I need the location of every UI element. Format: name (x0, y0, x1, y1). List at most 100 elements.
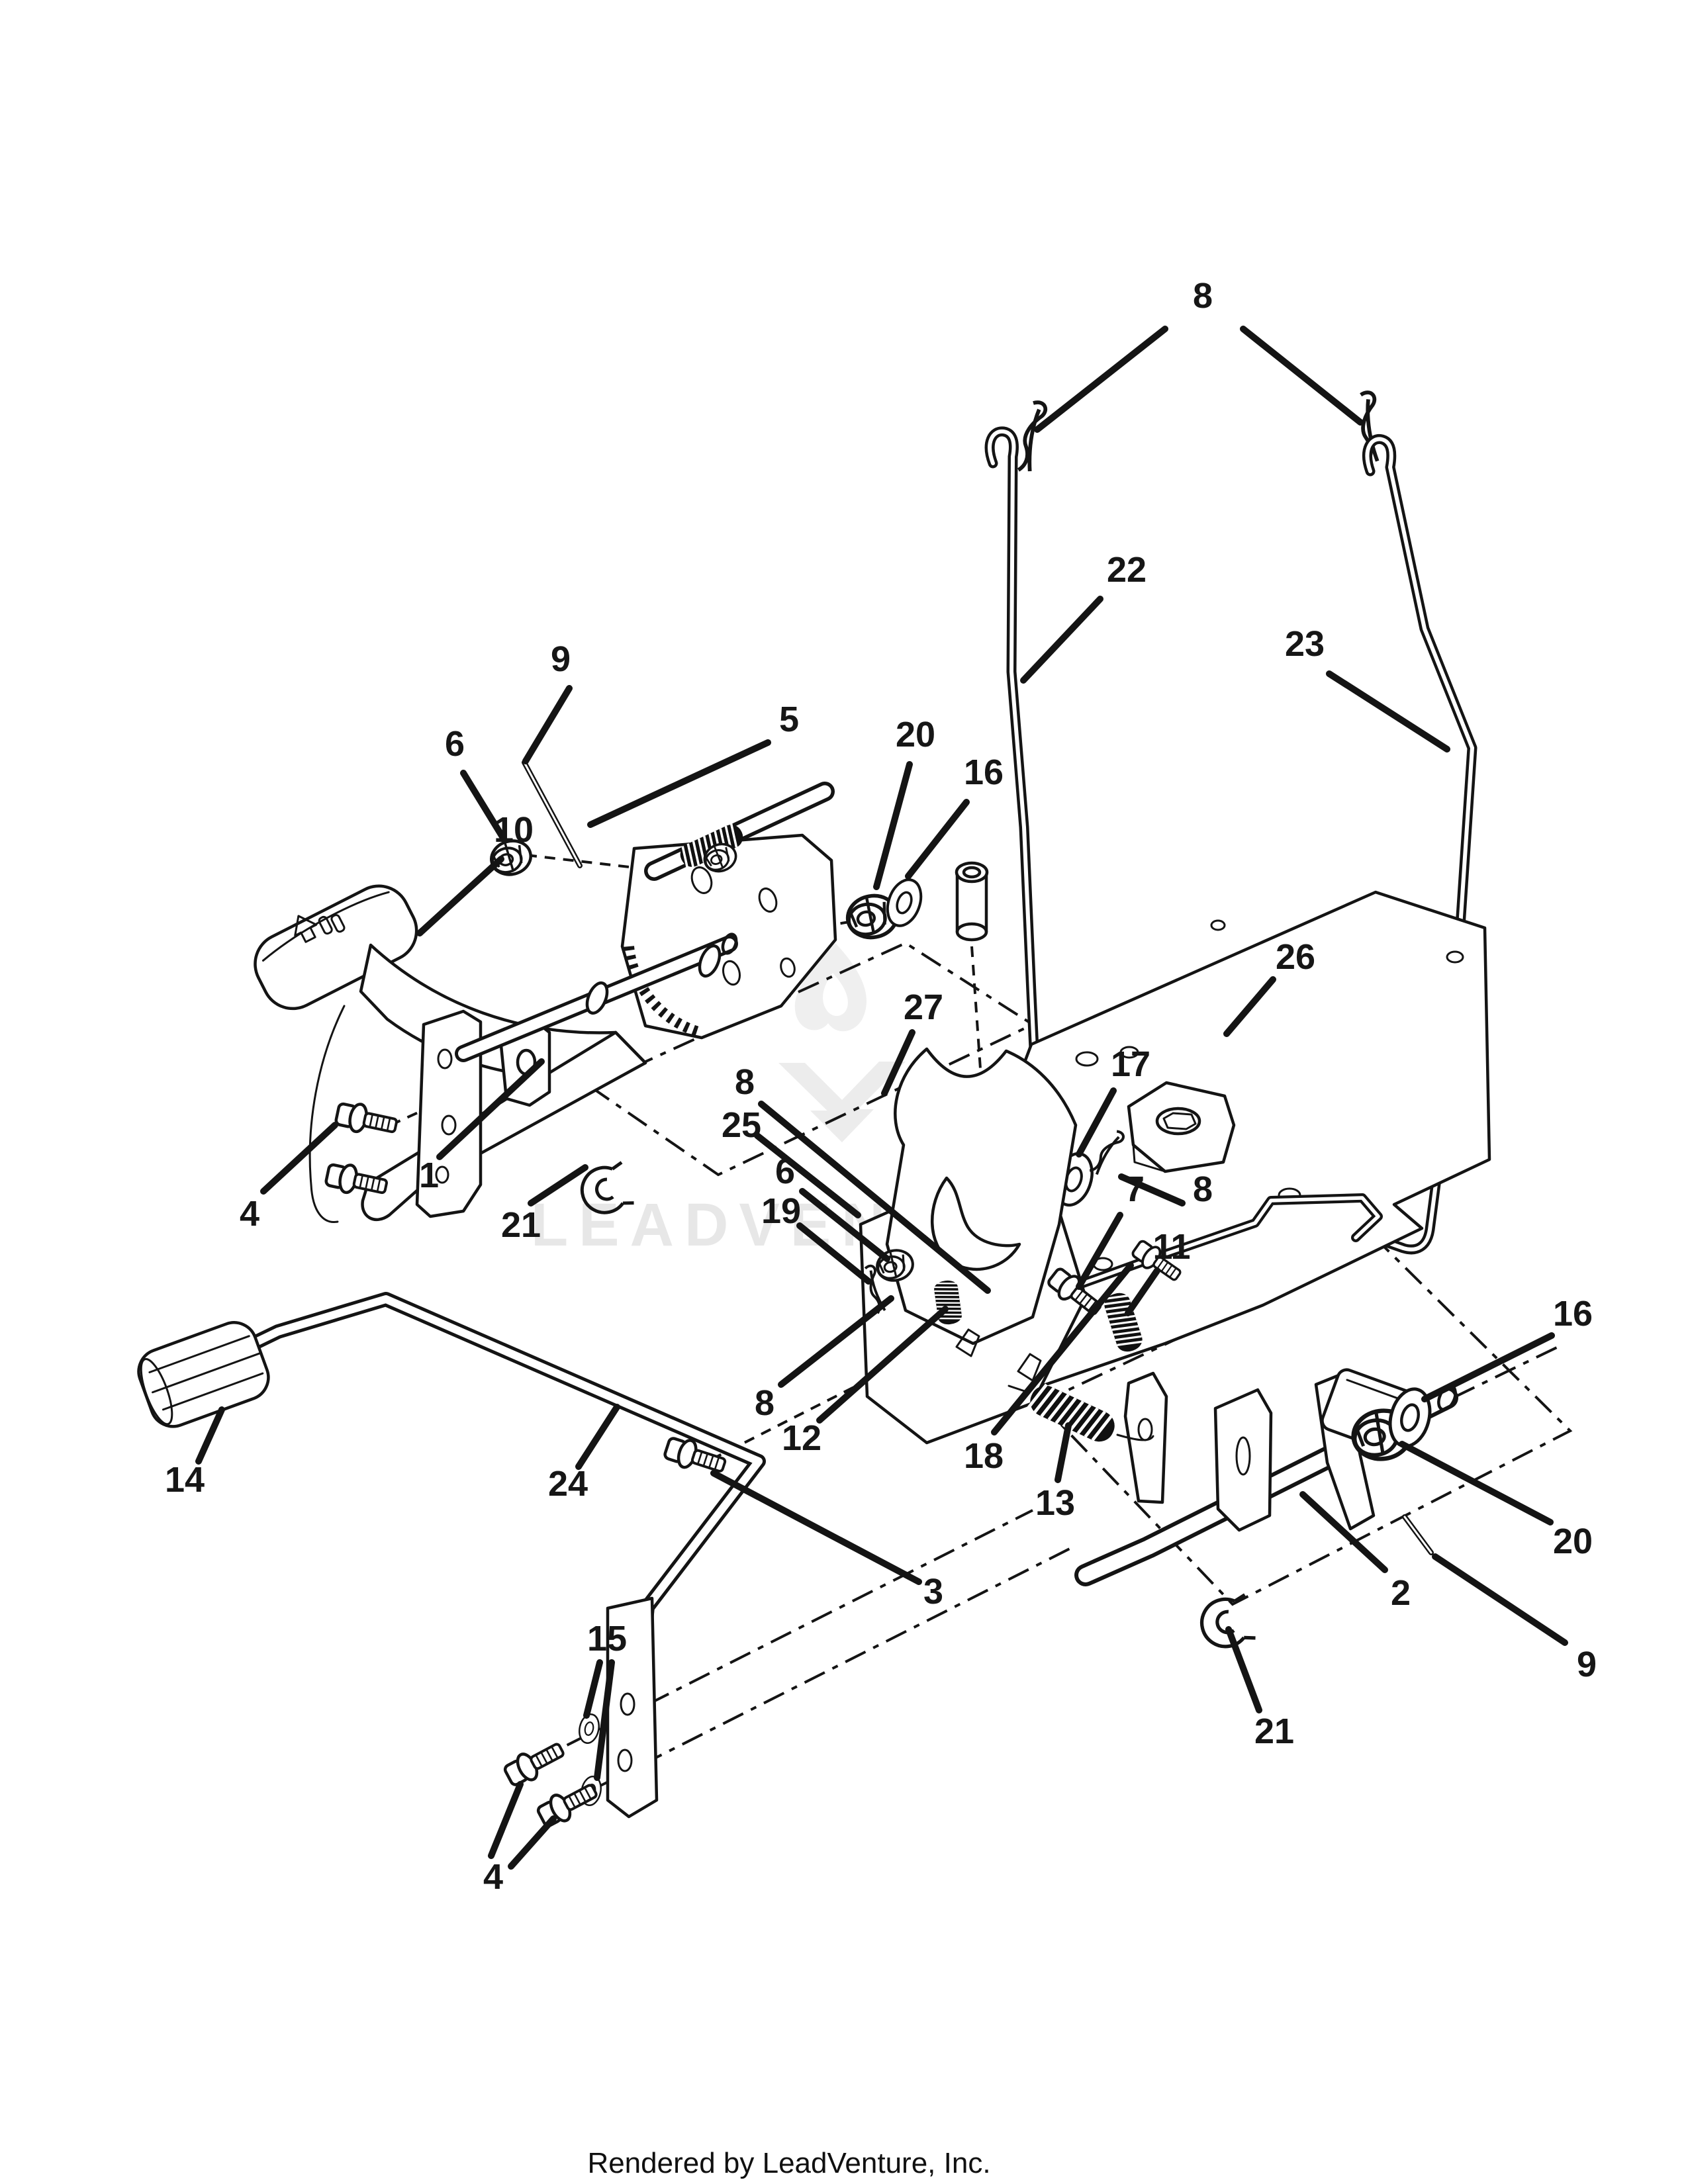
callout-label-12: 12 (782, 1418, 821, 1458)
leader-line (528, 1164, 588, 1206)
callout-label-4: 4 (483, 1857, 503, 1897)
flange-bolt (334, 1100, 399, 1140)
extension-spring (1008, 1381, 1154, 1446)
pivot-shaft (644, 782, 835, 881)
leader-line (508, 1815, 557, 1870)
callout-label-2: 2 (1391, 1573, 1411, 1613)
shift-pattern-icon (294, 914, 346, 943)
leader-line (1432, 1553, 1568, 1646)
callout-label-8: 8 (1193, 1169, 1213, 1209)
callout-label-13: 13 (1035, 1483, 1075, 1523)
callout-label-11: 11 (1152, 1227, 1190, 1267)
leader-line (1118, 1173, 1186, 1206)
flame-logo-icon (794, 943, 867, 1032)
leader-line (1076, 1087, 1117, 1158)
leader-line (799, 1188, 890, 1262)
callout-label-6: 6 (445, 724, 465, 764)
leader-line (758, 1101, 991, 1294)
leader-line (1055, 1422, 1072, 1483)
flange-bolt (502, 1737, 567, 1789)
leader-line (575, 1404, 620, 1470)
leader-line (991, 1262, 1134, 1435)
hairpin-cotter-pin (1018, 401, 1046, 473)
callout-label-15: 15 (587, 1619, 627, 1659)
callout-label-14: 14 (165, 1460, 205, 1500)
pedal-bracket-cluster (859, 1047, 1088, 1445)
leader-line (1326, 670, 1450, 752)
callout-label-21: 21 (501, 1205, 541, 1245)
callout-label-20: 20 (1553, 1522, 1593, 1561)
callout-label-26: 26 (1276, 937, 1315, 977)
callout-label-8: 8 (1193, 276, 1213, 316)
pedal-pad (137, 1321, 270, 1428)
callout-label-22: 22 (1107, 550, 1147, 590)
parts-layer (137, 392, 1491, 1831)
lever-cross-shaft (455, 933, 738, 1062)
callout-label-17: 17 (1111, 1044, 1150, 1084)
leader-line (816, 1306, 949, 1424)
retainer-clip (1197, 1594, 1256, 1651)
leader-line (1299, 1491, 1388, 1573)
thin-cotter-pin (1402, 1514, 1434, 1555)
leader-line (522, 685, 573, 764)
callout-label-1: 1 (419, 1156, 439, 1195)
callout-label-23: 23 (1285, 624, 1325, 664)
leader-line (587, 739, 771, 828)
brake-pedal-arm (191, 1292, 766, 1819)
control-rod-left (984, 426, 1042, 1111)
leader-line (1020, 596, 1103, 684)
bumper-block (1127, 1081, 1236, 1173)
callout-leader-lines (195, 326, 1568, 1870)
callout-label-16: 16 (1553, 1294, 1593, 1334)
leader-line (1399, 1441, 1554, 1525)
leader-line (1125, 1267, 1160, 1316)
callout-label-8: 8 (755, 1383, 774, 1423)
callout-label-27: 27 (904, 987, 943, 1027)
callout-label-3: 3 (923, 1572, 943, 1612)
leader-line (873, 761, 913, 890)
callout-label-9: 9 (1577, 1645, 1597, 1684)
leader-line (260, 1122, 338, 1195)
leader-line (710, 1470, 922, 1585)
leader-line (1240, 326, 1364, 426)
leader-line (1223, 976, 1276, 1037)
leader-line (416, 856, 504, 936)
leader-line (778, 1295, 894, 1388)
leader-line (583, 1659, 603, 1719)
thin-cotter-pin (522, 760, 583, 868)
leader-line (195, 1406, 225, 1465)
footer-credit: Rendered by LeadVenture, Inc. (587, 2147, 990, 2179)
leader-line (1076, 1212, 1123, 1290)
control-rod-right (1362, 434, 1477, 1255)
callout-label-10: 10 (494, 810, 534, 850)
callout-label-5: 5 (779, 700, 799, 739)
callout-label-16: 16 (964, 752, 1004, 792)
callout-label-19: 19 (761, 1191, 801, 1231)
leader-line (1421, 1332, 1555, 1402)
callout-label-7: 7 (1125, 1169, 1145, 1209)
leader-line (796, 1222, 872, 1285)
callout-label-8: 8 (735, 1062, 755, 1102)
fork-arm (1123, 1371, 1168, 1504)
callout-label-18: 18 (964, 1436, 1004, 1476)
leader-line (905, 799, 970, 880)
leader-line (1034, 326, 1168, 433)
shoulder-pin (955, 861, 989, 942)
v-logo-icon (778, 1062, 906, 1142)
leader-line (488, 1781, 524, 1859)
callout-label-25: 25 (722, 1105, 761, 1145)
leader-line (881, 1029, 915, 1097)
leader-line (436, 1058, 545, 1160)
callout-label-24: 24 (548, 1464, 588, 1504)
callout-label-6: 6 (775, 1152, 795, 1191)
pedal-shaft-right (1074, 1368, 1458, 1586)
leader-line (594, 1659, 615, 1781)
callout-label-4: 4 (240, 1194, 259, 1234)
callout-label-20: 20 (896, 715, 935, 754)
callout-label-9: 9 (551, 639, 571, 679)
leader-line (460, 770, 506, 841)
callout-label-21: 21 (1254, 1711, 1294, 1751)
leader-line (1225, 1626, 1262, 1713)
